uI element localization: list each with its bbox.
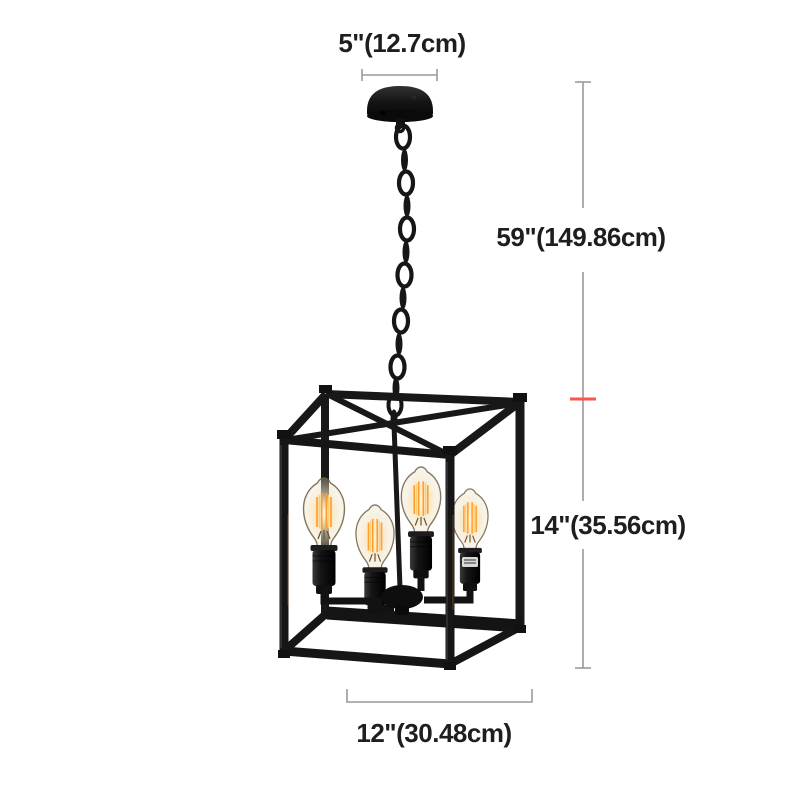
ceiling-canopy [367,86,433,128]
cage-rail-bottom-right [448,623,522,668]
cage-frame-front [279,436,522,669]
dimension-line-overall-height [575,81,591,669]
edison-bulb [302,477,346,595]
dimension-line-cage-width [346,689,533,703]
cage-rail-bottom-back [326,606,522,633]
canopy-screw [380,110,386,116]
label-overall-height: 59"(149.86cm) [496,222,666,252]
cage-rail-top-front [283,436,451,459]
bulb-cluster [302,466,489,614]
cage-rail-top-right [447,398,523,459]
label-cage-width: 12"(30.48cm) [356,718,512,748]
edison-bulb [400,466,442,580]
cage-top-brace [285,400,520,443]
edison-bulb [451,488,489,592]
hub-finial [395,606,409,615]
cage-corner-caps [277,385,527,670]
cage-rail-bottom-front [283,646,451,669]
canopy-screw [411,94,417,100]
cage-rail-bottom-left [281,610,330,654]
center-hub [381,585,423,609]
hanging-chain [386,122,417,429]
dimension-line-canopy-width [361,69,438,81]
socket-label [462,557,478,567]
cage-rail-top-back [325,390,521,406]
lamp-arms [320,576,474,612]
cage-top-brace [325,391,451,458]
label-cage-height: 14"(35.56cm) [530,510,686,540]
label-canopy-width: 5"(12.7cm) [338,28,466,58]
dimension-lines [346,69,596,703]
